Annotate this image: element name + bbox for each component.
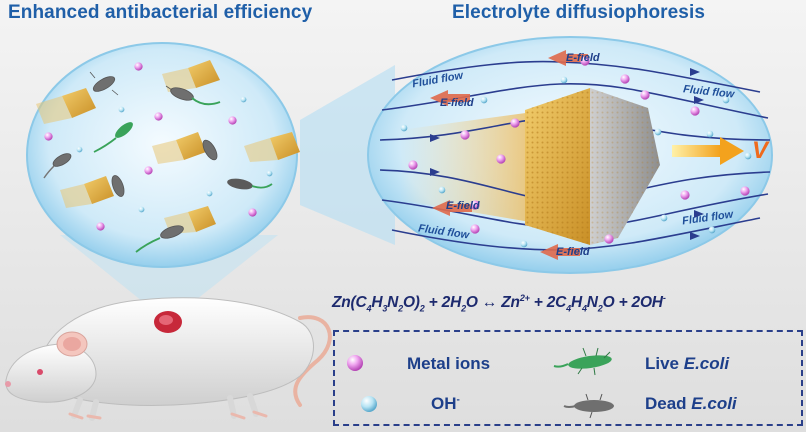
e-field-label-left-top: E-field: [440, 97, 474, 109]
velocity-label: V: [752, 137, 769, 164]
zif-crystal-icon: [60, 176, 114, 208]
hydroxide-ion-icon: [361, 396, 377, 412]
dead-ecoli-icon: [43, 153, 72, 179]
live-ecoli-icon: [227, 178, 273, 190]
dead-ecoli-icon: [135, 225, 184, 253]
zif-crystal-icon: [152, 132, 206, 164]
e-field-label-bottom: E-field: [556, 246, 590, 258]
reaction-equation: Zn(C4H3N2O)2 + 2H2O ↔ Zn2+ + 2C4H4N2O + …: [332, 293, 666, 314]
dead-ecoli-icon: [111, 175, 125, 197]
equilibrium-arrow: ↔: [481, 294, 498, 312]
legend-box: Metal ions OH- Live E.coli Dead E.coli: [333, 330, 803, 426]
mouse-illustration: [5, 297, 332, 421]
zif-crystal-icon: [244, 132, 300, 162]
zif-crystal-icon: [162, 60, 220, 92]
zoom-connector: [300, 65, 395, 245]
right-panel-title: Electrolyte diffusiophoresis: [452, 2, 706, 23]
zif-crystal-icon: [525, 88, 660, 245]
flow-direction-arrows: [430, 68, 704, 240]
zif-crystal-icon: [36, 88, 96, 124]
live-ecoli-icon: [553, 347, 612, 376]
dead-ecoli-icon: [202, 139, 218, 161]
dead-ecoli-icon: [165, 85, 221, 106]
dead-ecoli-icon: [89, 71, 119, 96]
wound-icon: [154, 311, 182, 333]
e-field-arrows: [430, 50, 588, 260]
e-field-label-top: E-field: [566, 52, 600, 64]
dead-ecoli-icon: [563, 393, 614, 419]
legend-hydroxide: OH-: [431, 394, 460, 413]
metal-ion-icon: [347, 355, 363, 371]
legend-dead-ecoli: Dead E.coli: [645, 394, 737, 413]
live-ecoli-icon: [93, 122, 133, 153]
legend-metal-ions: Metal ions: [407, 354, 491, 373]
velocity-arrow: [672, 137, 744, 165]
legend-live-ecoli: Live E.coli: [645, 354, 730, 373]
e-field-label-left-bottom: E-field: [446, 200, 480, 212]
left-panel-title: Enhanced antibacterial efficiency: [8, 2, 313, 23]
